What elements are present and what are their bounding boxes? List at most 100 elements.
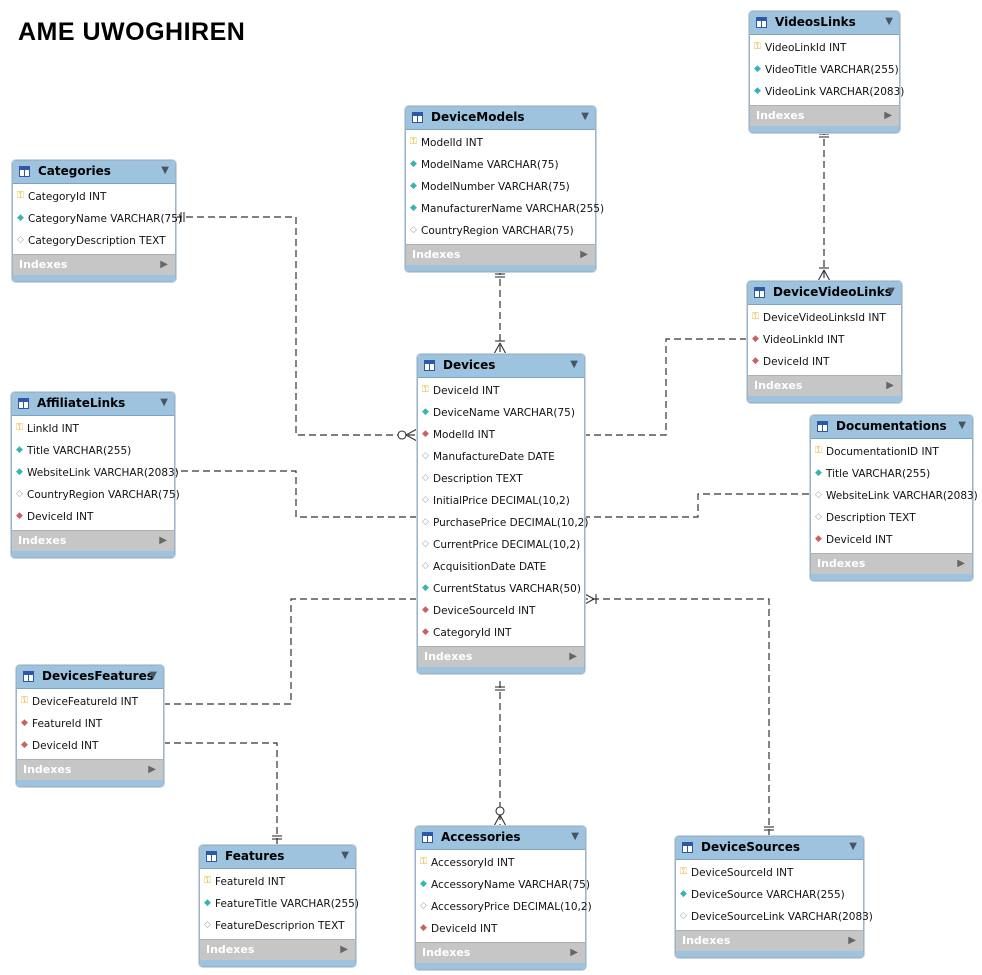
- relationship-devices-documentations[interactable]: [573, 487, 830, 522]
- expand-arrow-icon[interactable]: ▶: [148, 764, 156, 775]
- indexes-section[interactable]: Indexes▶: [12, 530, 174, 551]
- column-row[interactable]: ⚿FeatureId INT: [200, 871, 355, 893]
- indexes-section[interactable]: Indexes▶: [17, 759, 163, 780]
- collapse-arrow-icon[interactable]: ▼: [887, 286, 895, 297]
- relationship-devices-affiliatelinks[interactable]: [154, 464, 427, 522]
- column-row[interactable]: ⚿DeviceVideoLinksId INT: [748, 307, 901, 329]
- expand-arrow-icon[interactable]: ▶: [570, 947, 578, 958]
- table-devicevideolinks[interactable]: DeviceVideoLinks▼⚿DeviceVideoLinksId INT…: [747, 281, 902, 403]
- collapse-arrow-icon[interactable]: ▼: [571, 831, 579, 842]
- table-accessories[interactable]: Accessories▼⚿AccessoryId INT◆AccessoryNa…: [415, 826, 592, 970]
- collapse-arrow-icon[interactable]: ▼: [160, 397, 168, 408]
- table-header[interactable]: Categories▼: [13, 161, 175, 184]
- column-row[interactable]: ◇CategoryDescription TEXT: [13, 230, 175, 252]
- table-devicesources[interactable]: DeviceSources▼⚿DeviceSourceId INT◆Device…: [675, 836, 873, 958]
- column-row[interactable]: ◆VideoTitle VARCHAR(255): [750, 59, 899, 81]
- expand-arrow-icon[interactable]: ▶: [886, 380, 894, 391]
- table-devicesfeatures[interactable]: DevicesFeatures▼⚿DeviceFeatureId INT◆Fea…: [16, 665, 164, 787]
- column-row[interactable]: ◇ManufactureDate DATE: [418, 446, 584, 468]
- relationship-devices-devicevideolinks[interactable]: [573, 332, 767, 440]
- column-row[interactable]: ◇FeatureDescriprion TEXT: [200, 915, 355, 937]
- column-row[interactable]: ◆DeviceId INT: [416, 918, 585, 940]
- relationship-devices-accessories[interactable]: [493, 681, 507, 827]
- table-videoslinks[interactable]: VideosLinks▼⚿VideoLinkId INT◆VideoTitle …: [749, 11, 904, 133]
- column-row[interactable]: ⚿ModelId INT: [406, 132, 595, 154]
- collapse-arrow-icon[interactable]: ▼: [849, 841, 857, 852]
- indexes-section[interactable]: Indexes▶: [676, 930, 863, 951]
- column-row[interactable]: ◇DeviceSourceLink VARCHAR(2083): [676, 906, 873, 928]
- collapse-arrow-icon[interactable]: ▼: [581, 111, 589, 122]
- column-row[interactable]: ◆CategoryName VARCHAR(75): [13, 208, 182, 230]
- column-row[interactable]: ◆FeatureTitle VARCHAR(255): [200, 893, 359, 915]
- column-row[interactable]: ◆VideoLinkId INT: [748, 329, 901, 351]
- collapse-arrow-icon[interactable]: ▼: [149, 670, 157, 681]
- column-row[interactable]: ◇AccessoryPrice DECIMAL(10,2): [416, 896, 592, 918]
- column-row[interactable]: ◆DeviceId INT: [17, 735, 163, 757]
- column-row[interactable]: ◇CurrentPrice DECIMAL(10,2): [418, 534, 584, 556]
- expand-arrow-icon[interactable]: ▶: [340, 944, 348, 955]
- expand-arrow-icon[interactable]: ▶: [884, 110, 892, 121]
- expand-arrow-icon[interactable]: ▶: [957, 558, 965, 569]
- column-row[interactable]: ◇Description TEXT: [811, 507, 972, 529]
- table-affiliatelinks[interactable]: AffiliateLinks▼⚿LinkId INT◆Title VARCHAR…: [11, 392, 180, 558]
- collapse-arrow-icon[interactable]: ▼: [958, 420, 966, 431]
- column-row[interactable]: ⚿DeviceSourceId INT: [676, 862, 863, 884]
- indexes-section[interactable]: Indexes▶: [200, 939, 355, 960]
- column-row[interactable]: ⚿LinkId INT: [12, 418, 174, 440]
- column-row[interactable]: ⚿DeviceFeatureId INT: [17, 691, 163, 713]
- relationship-videoslinks-devicevideolinks[interactable]: [817, 128, 831, 282]
- column-row[interactable]: ⚿CategoryId INT: [13, 186, 175, 208]
- column-row[interactable]: ◆VideoLink VARCHAR(2083): [750, 81, 904, 103]
- table-header[interactable]: AffiliateLinks▼: [12, 393, 174, 416]
- indexes-section[interactable]: Indexes▶: [406, 244, 595, 265]
- table-header[interactable]: Devices▼: [418, 355, 584, 378]
- relationship-categories-devices[interactable]: [175, 212, 418, 442]
- column-row[interactable]: ◆WebsiteLink VARCHAR(2083): [12, 462, 179, 484]
- column-row[interactable]: ◆DeviceName VARCHAR(75): [418, 402, 584, 424]
- table-header[interactable]: VideosLinks▼: [750, 12, 899, 35]
- indexes-section[interactable]: Indexes▶: [750, 105, 899, 126]
- table-categories[interactable]: Categories▼⚿CategoryId INT◆CategoryName …: [12, 160, 182, 282]
- column-row[interactable]: ◆ModelName VARCHAR(75): [406, 154, 595, 176]
- table-header[interactable]: DeviceSources▼: [676, 837, 863, 860]
- expand-arrow-icon[interactable]: ▶: [580, 249, 588, 260]
- expand-arrow-icon[interactable]: ▶: [159, 535, 167, 546]
- column-row[interactable]: ◆DeviceSource VARCHAR(255): [676, 884, 863, 906]
- table-header[interactable]: Accessories▼: [416, 827, 585, 850]
- indexes-section[interactable]: Indexes▶: [811, 553, 972, 574]
- column-row[interactable]: ◇CountryRegion VARCHAR(75): [12, 484, 180, 506]
- relationship-features-devicesfeatures[interactable]: [148, 736, 282, 845]
- column-row[interactable]: ◆ModelNumber VARCHAR(75): [406, 176, 595, 198]
- column-row[interactable]: ⚿VideoLinkId INT: [750, 37, 899, 59]
- table-header[interactable]: Documentations▼: [811, 416, 972, 439]
- relationship-devicemodels-devices[interactable]: [493, 268, 507, 355]
- column-row[interactable]: ◇PurchasePrice DECIMAL(10,2): [418, 512, 588, 534]
- column-row[interactable]: ⚿DocumentationID INT: [811, 441, 972, 463]
- collapse-arrow-icon[interactable]: ▼: [885, 16, 893, 27]
- column-row[interactable]: ◆CategoryId INT: [418, 622, 584, 644]
- column-row[interactable]: ◇InitialPrice DECIMAL(10,2): [418, 490, 584, 512]
- column-row[interactable]: ◇AcquisitionDate DATE: [418, 556, 584, 578]
- indexes-section[interactable]: Indexes▶: [13, 254, 175, 275]
- table-devicemodels[interactable]: DeviceModels▼⚿ModelId INT◆ModelName VARC…: [405, 106, 604, 272]
- table-devices[interactable]: Devices▼⚿DeviceId INT◆DeviceName VARCHAR…: [417, 354, 588, 674]
- column-row[interactable]: ◆DeviceId INT: [748, 351, 901, 373]
- expand-arrow-icon[interactable]: ▶: [848, 935, 856, 946]
- collapse-arrow-icon[interactable]: ▼: [161, 165, 169, 176]
- column-row[interactable]: ◆DeviceSourceId INT: [418, 600, 584, 622]
- table-header[interactable]: Features▼: [200, 846, 355, 869]
- column-row[interactable]: ⚿DeviceId INT: [418, 380, 584, 402]
- indexes-section[interactable]: Indexes▶: [748, 375, 901, 396]
- column-row[interactable]: ◆Title VARCHAR(255): [811, 463, 972, 485]
- table-documentations[interactable]: Documentations▼⚿DocumentationID INT◆Titl…: [810, 415, 978, 581]
- column-row[interactable]: ◆FeatureId INT: [17, 713, 163, 735]
- column-row[interactable]: ◇CountryRegion VARCHAR(75): [406, 220, 595, 242]
- column-row[interactable]: ◆ManufacturerName VARCHAR(255): [406, 198, 604, 220]
- column-row[interactable]: ◆AccessoryName VARCHAR(75): [416, 874, 590, 896]
- expand-arrow-icon[interactable]: ▶: [569, 651, 577, 662]
- table-header[interactable]: DeviceModels▼: [406, 107, 595, 130]
- indexes-section[interactable]: Indexes▶: [418, 646, 584, 667]
- column-row[interactable]: ◆DeviceId INT: [12, 506, 174, 528]
- collapse-arrow-icon[interactable]: ▼: [341, 850, 349, 861]
- column-row[interactable]: ⚿AccessoryId INT: [416, 852, 585, 874]
